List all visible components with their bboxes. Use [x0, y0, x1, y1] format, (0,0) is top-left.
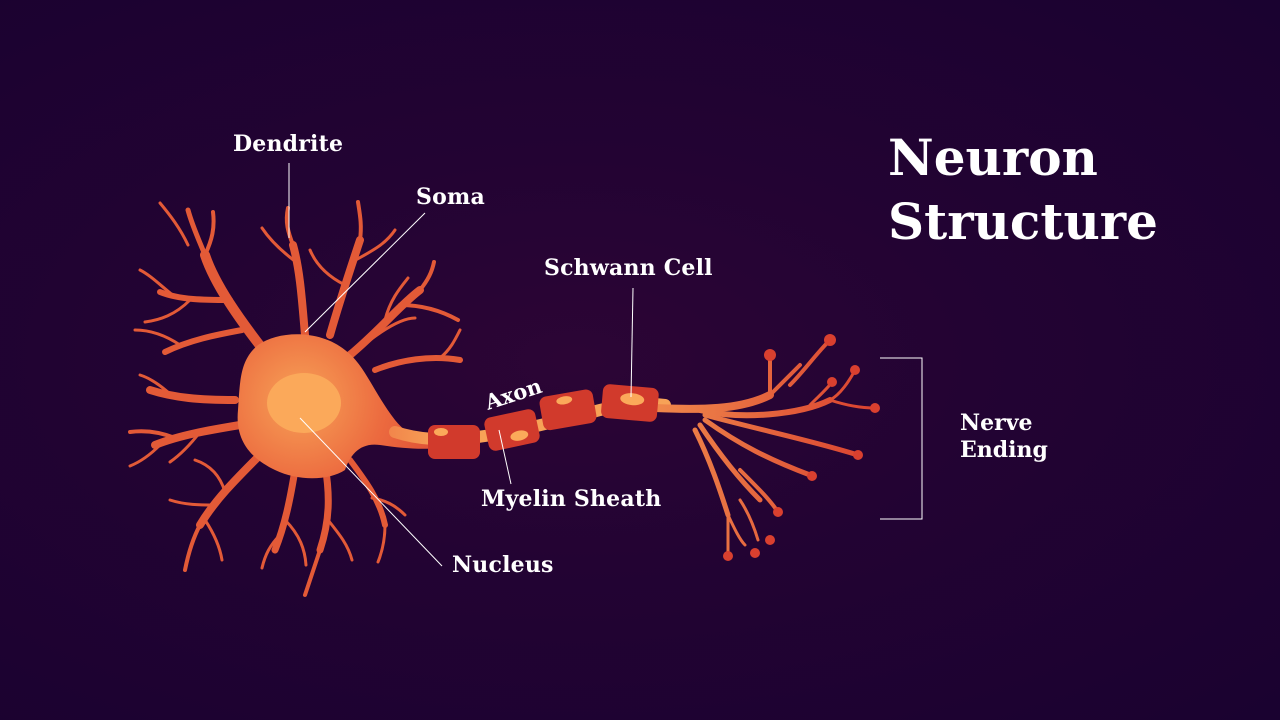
terminal-buttons — [723, 334, 880, 561]
nucleus-shape — [267, 373, 341, 433]
dendrites — [128, 200, 463, 597]
nerve-ending-label: Nerve Ending — [960, 410, 1048, 464]
soma-leader-line — [304, 212, 426, 333]
nerve-ending-bracket — [880, 357, 923, 520]
nerve-ending-line-2: Ending — [960, 437, 1048, 463]
axon-terminals — [651, 338, 877, 557]
nucleus-label: Nucleus — [452, 552, 554, 578]
myelin-segment-2 — [484, 409, 540, 451]
myelin-sheath-label: Myelin Sheath — [481, 486, 662, 512]
nucleus-leader-line — [299, 417, 443, 567]
myelin-sheath-leader-line — [498, 429, 512, 485]
schwann-cell-segment — [601, 384, 659, 422]
page-title: Neuron Structure — [888, 126, 1158, 254]
leader-lines — [288, 163, 923, 567]
dendrite-label: Dendrite — [233, 131, 344, 157]
title-line-2: Structure — [888, 192, 1158, 251]
myelin-segment-1 — [428, 425, 480, 459]
schwann-cell-label: Schwann Cell — [544, 255, 713, 281]
axon-label: Axon — [481, 373, 545, 415]
title-line-1: Neuron — [888, 128, 1098, 187]
myelin-sheath — [428, 384, 659, 459]
soma-label: Soma — [416, 184, 485, 210]
myelin-segment-3 — [539, 389, 597, 431]
nerve-ending-line-1: Nerve — [960, 410, 1033, 436]
schwann-cell-leader-line — [630, 287, 634, 398]
